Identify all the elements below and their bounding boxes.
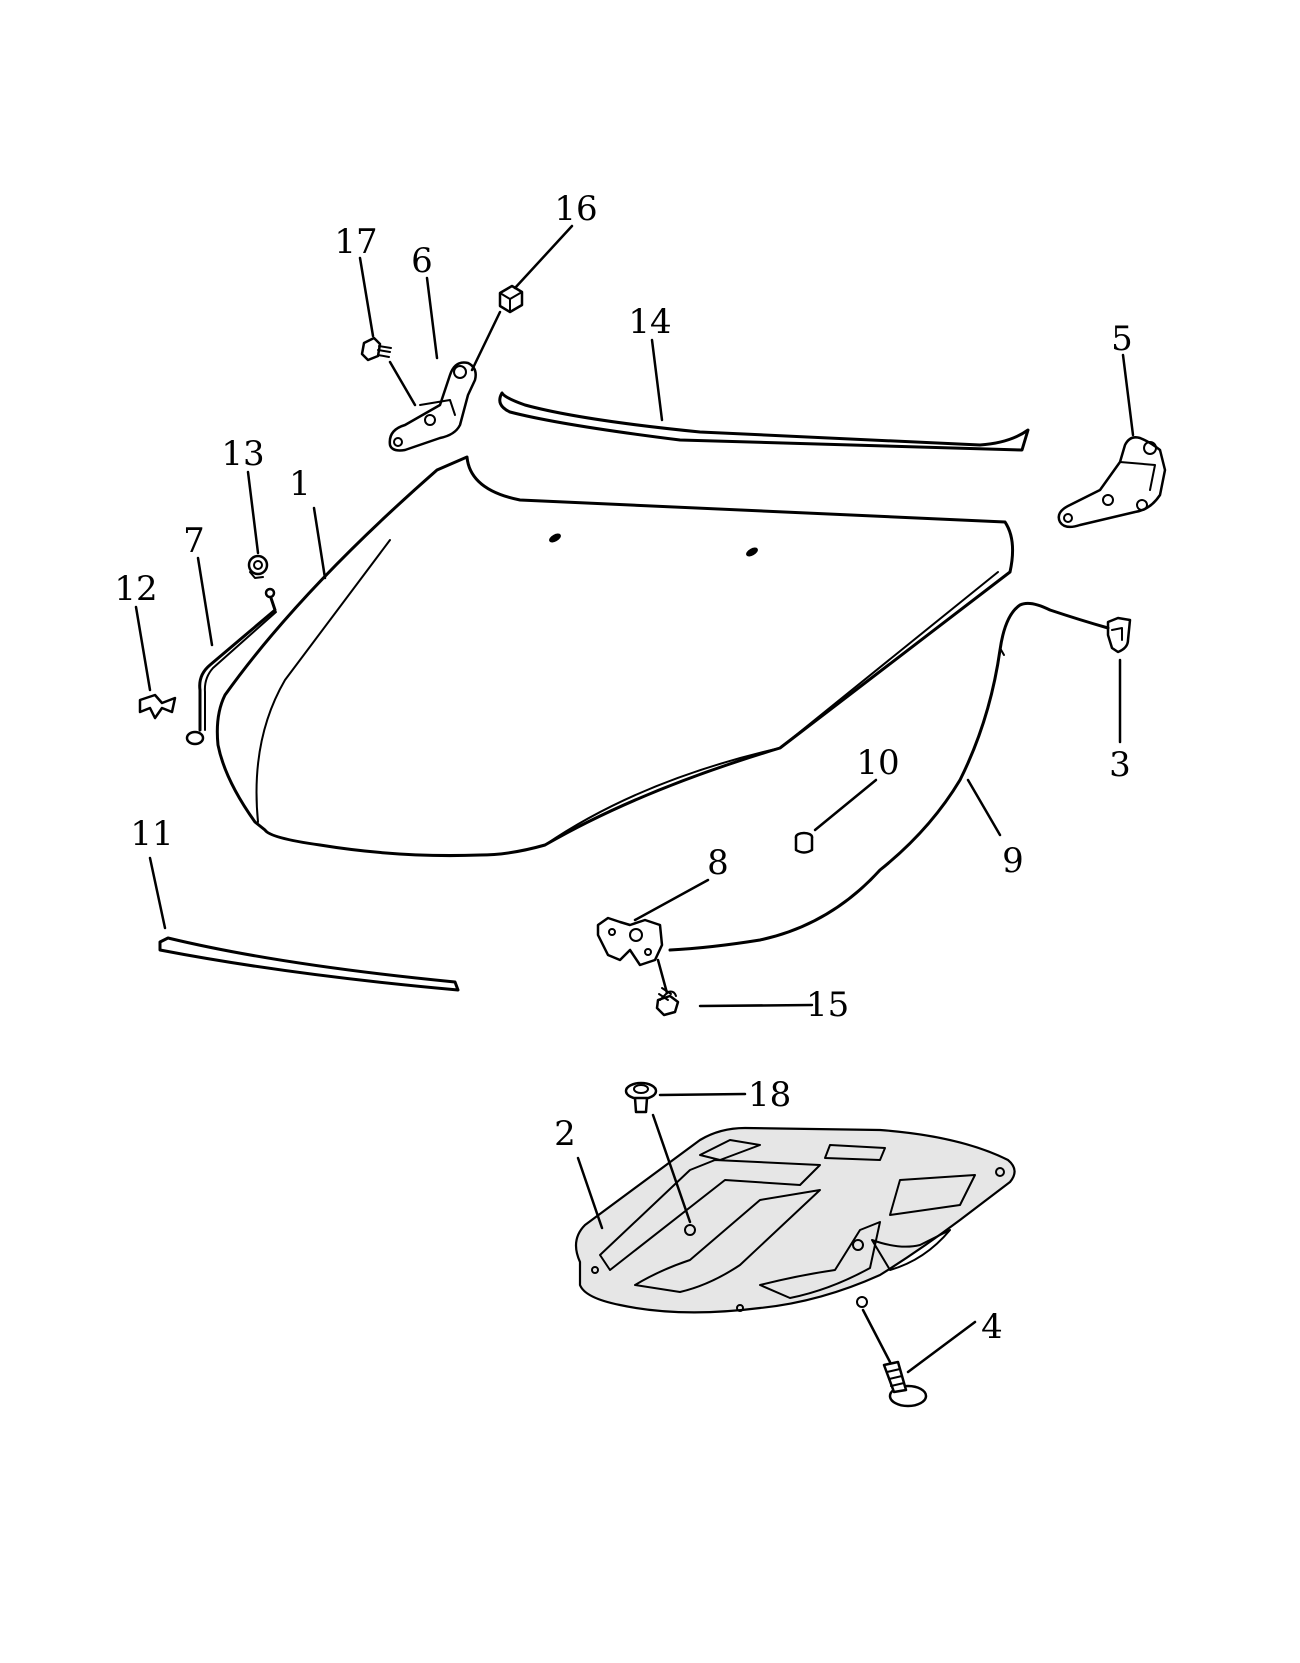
leader-lines: [134, 224, 1135, 1374]
part-12-rod-clip[interactable]: [138, 693, 177, 720]
part-4-plastic-rivet[interactable]: [882, 1360, 928, 1408]
part-15-latch-bolt[interactable]: [655, 987, 680, 1017]
leader-2: [576, 1156, 604, 1230]
part-5-right-hinge[interactable]: [1057, 436, 1167, 529]
callout-labels: 1 2 3 4 5 6 7 8 9 10 11 12 13 14 15 16 1…: [114, 189, 1132, 1347]
leader-12: [134, 605, 152, 692]
leader-9: [966, 778, 1002, 837]
callout-3: 3: [1109, 745, 1131, 785]
callout-14: 14: [628, 302, 671, 342]
callout-18: 18: [748, 1075, 791, 1115]
leader-6: [425, 276, 439, 360]
callout-5: 5: [1111, 319, 1133, 359]
part-11-front-seal[interactable]: [158, 936, 460, 992]
callout-8: 8: [707, 843, 729, 883]
leader-18: [658, 1092, 747, 1097]
part-10-bumper[interactable]: [794, 831, 814, 854]
callout-9: 9: [1002, 841, 1024, 881]
callout-10: 10: [856, 743, 899, 783]
leader-4b: [861, 1308, 892, 1364]
leader-5: [1121, 353, 1135, 437]
leader-16: [513, 224, 574, 290]
part-6-left-hinge[interactable]: [388, 361, 477, 452]
leader-1: [312, 506, 327, 580]
leader-14: [650, 338, 664, 422]
callout-17: 17: [334, 222, 377, 262]
leader-8b: [656, 958, 669, 995]
callout-1: 1: [289, 464, 311, 504]
leader-4: [906, 1320, 977, 1374]
leader-13: [246, 470, 260, 555]
part-14-rear-seal[interactable]: [498, 391, 1030, 452]
leader-7: [196, 556, 214, 647]
callout-15: 15: [806, 985, 849, 1025]
leader-15: [698, 1003, 814, 1008]
leader-17b: [388, 360, 417, 407]
part-17-hinge-bolt[interactable]: [360, 336, 392, 362]
callout-16: 16: [554, 189, 597, 229]
part-3-release-handle[interactable]: [1106, 616, 1132, 654]
leader-18b: [651, 1113, 692, 1224]
leader-8: [633, 878, 710, 922]
part-9-release-cable[interactable]: [668, 601, 1110, 952]
callout-13: 13: [221, 434, 264, 474]
callout-12: 12: [114, 569, 157, 609]
part-8-hood-latch[interactable]: [596, 916, 664, 967]
part-1-hood-panel[interactable]: [215, 455, 1015, 858]
callout-7: 7: [183, 521, 205, 561]
callout-11: 11: [130, 814, 173, 854]
part-2-insulator-pad[interactable]: [574, 1126, 1016, 1314]
callout-2: 2: [554, 1114, 576, 1154]
leader-17: [358, 256, 375, 338]
part-13-grommet[interactable]: [247, 554, 269, 579]
leader-10: [813, 778, 878, 832]
leader-16b: [470, 310, 502, 372]
part-7-support-rod[interactable]: [185, 587, 277, 746]
callout-6: 6: [411, 241, 433, 281]
part-16-nut[interactable]: [498, 284, 524, 314]
leader-11: [148, 856, 167, 930]
callout-4: 4: [981, 1307, 1003, 1347]
part-18-push-clip[interactable]: [624, 1081, 658, 1114]
